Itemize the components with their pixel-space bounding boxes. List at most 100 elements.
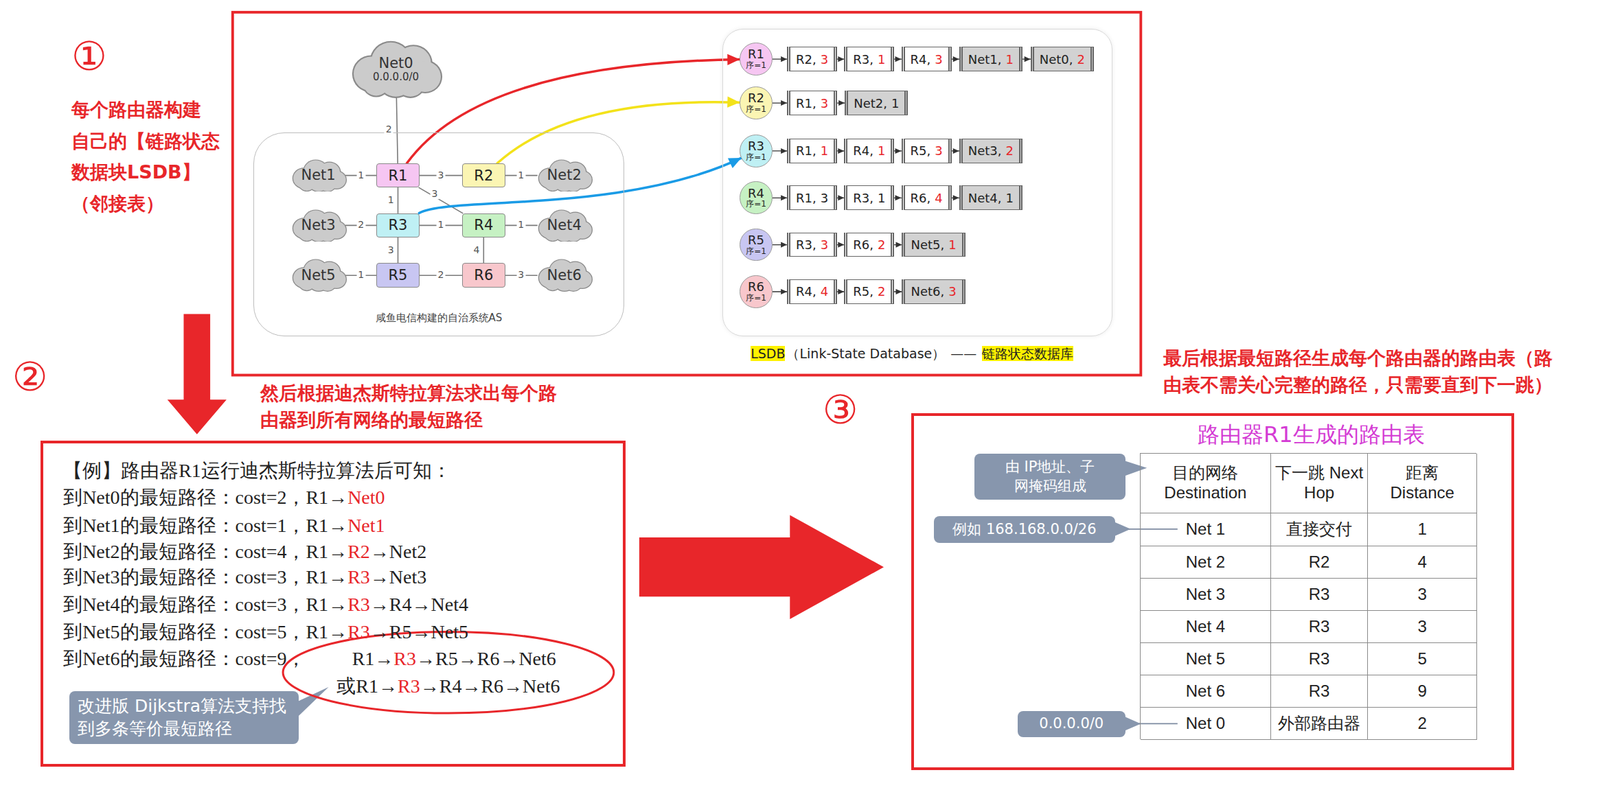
router-name: R5	[747, 234, 765, 248]
step-number: ①	[71, 36, 108, 77]
callout-box: 例如 168.168.0.0/26	[933, 516, 1116, 544]
example-line: R1→R3→R5→R6→Net6	[352, 648, 557, 671]
step-number: ③	[822, 390, 859, 430]
adjacency-cell: Net0,2	[1030, 46, 1094, 72]
network-name: Net5	[300, 267, 336, 284]
connector	[951, 195, 960, 201]
connector	[894, 56, 901, 62]
adjacency-cell: R4,3	[901, 46, 952, 72]
cell-content: Net0,2	[1039, 52, 1085, 67]
cloud-fill	[539, 210, 592, 242]
network-address: 0.0.0.0/0	[372, 71, 419, 84]
link-line	[397, 237, 399, 264]
table-value: 直接交付	[1286, 518, 1353, 541]
link-cost-label: 2	[384, 124, 394, 135]
network-cloud: Net3	[289, 209, 349, 243]
cell-content: R1,3	[795, 96, 829, 111]
link-cost: 1	[1005, 190, 1013, 206]
connector	[951, 148, 960, 154]
cloud-label-group: Net3	[300, 217, 336, 234]
cloud-fill	[539, 260, 592, 292]
example-line: 到Net2的最短路径：cost=4，R1→R2→Net2	[63, 541, 427, 564]
router-box: R1	[376, 163, 419, 189]
example-text: R3	[397, 675, 421, 697]
arrow-head	[727, 157, 742, 169]
arrow-head	[727, 96, 740, 108]
link-cost: 3	[820, 52, 829, 67]
table-value: Net 5	[1185, 649, 1226, 669]
callout-text: 0.0.0.0/0	[1038, 714, 1104, 734]
adjacency-cell: R1,3	[786, 90, 838, 116]
table-cell: R3	[1271, 675, 1368, 708]
link-cost-label: 1	[386, 195, 396, 206]
callout-tail	[1114, 521, 1131, 537]
routing-table-frame: 路由器R1生成的路由表由 IP地址、子网掩码组成例如 168.168.0.0/2…	[911, 413, 1515, 771]
sequence-number: 序=1	[745, 293, 767, 303]
table-cell: Net 2	[1140, 546, 1272, 579]
adjacency-cell: R1,3	[786, 185, 838, 211]
table-cell: Net 6	[1140, 675, 1272, 708]
table-cell: Net 0	[1140, 707, 1272, 741]
table-cell: 2	[1367, 707, 1478, 741]
link-line	[482, 237, 485, 264]
sequence-number: 序=1	[745, 199, 767, 209]
callout-text: 例如 168.168.0.0/26	[952, 520, 1096, 540]
table-value: 9	[1417, 681, 1427, 702]
caption-part: 链路状态数据库	[981, 346, 1074, 362]
link-cost: 1	[948, 237, 956, 253]
adjacency-cell: R3,1	[843, 185, 895, 211]
link-cost-label: 1	[356, 269, 366, 281]
step-note: 最后根据最短路径生成每个路由器的路由表（路 由表不需关心完整的路径，只需要直到下…	[1163, 344, 1577, 399]
cloud-outline	[352, 41, 443, 99]
router-box: R6	[462, 263, 505, 288]
link-cost: 2	[1005, 143, 1013, 158]
cell-content: Net1,1	[968, 52, 1014, 67]
cell-content: R4,4	[795, 284, 829, 299]
neighbor-name: Net3,	[968, 143, 1002, 158]
example-text: →R4→Net4	[370, 593, 469, 616]
adjacency-cell: R5,2	[843, 279, 895, 305]
caption-part: ——	[950, 346, 977, 362]
adjacency-cell: Net1,1	[959, 46, 1023, 72]
neighbor-name: R4,	[910, 52, 932, 67]
table-value: R3	[1308, 649, 1331, 669]
network-name: Net2	[547, 167, 582, 184]
cell-content: R6,4	[910, 190, 943, 206]
table-value: R3	[1308, 681, 1331, 702]
link-cost: 1	[891, 96, 899, 111]
down-arrow	[167, 313, 227, 434]
connector	[894, 195, 901, 201]
network-cloud: Net2	[534, 159, 594, 193]
cloud-fill	[353, 42, 441, 97]
arrow-head	[1024, 56, 1031, 62]
network-name: Net6	[547, 267, 582, 284]
cell-content: R3,1	[852, 52, 886, 67]
router-name: R1	[388, 167, 408, 185]
adjacency-cell: R4,4	[786, 279, 838, 305]
arrow-head	[838, 100, 845, 106]
link-cost-label: 3	[386, 245, 396, 256]
link-cost: 2	[1076, 52, 1085, 67]
sequence-number: 序=1	[745, 61, 767, 71]
table-value: R3	[1308, 585, 1331, 605]
table-cell: 9	[1367, 675, 1478, 708]
cloud-outline	[291, 159, 347, 192]
adjacency-cell: Net4,1	[959, 185, 1023, 211]
neighbor-name: R5,	[852, 284, 874, 299]
cloud-label-group: Net5	[300, 267, 336, 284]
table-value: 外部路由器	[1277, 712, 1361, 735]
connector	[837, 195, 844, 201]
example-text: 到Net1的最短路径：cost=1，R1→	[63, 515, 348, 537]
table-value: R3	[1308, 617, 1331, 637]
table-value: 3	[1417, 617, 1427, 637]
table-cell: Net 3	[1140, 578, 1272, 612]
cloud-label-group: Net1	[300, 167, 336, 184]
table-value: Net 0	[1185, 714, 1226, 734]
highlight-ring	[282, 631, 614, 714]
arrow-head	[895, 56, 902, 62]
example-text: R3	[347, 566, 371, 588]
connector	[772, 100, 787, 106]
link-cost-label: 3	[430, 188, 440, 200]
adjacency-cell: R3,1	[843, 46, 895, 72]
neighbor-name: R5,	[910, 143, 932, 158]
